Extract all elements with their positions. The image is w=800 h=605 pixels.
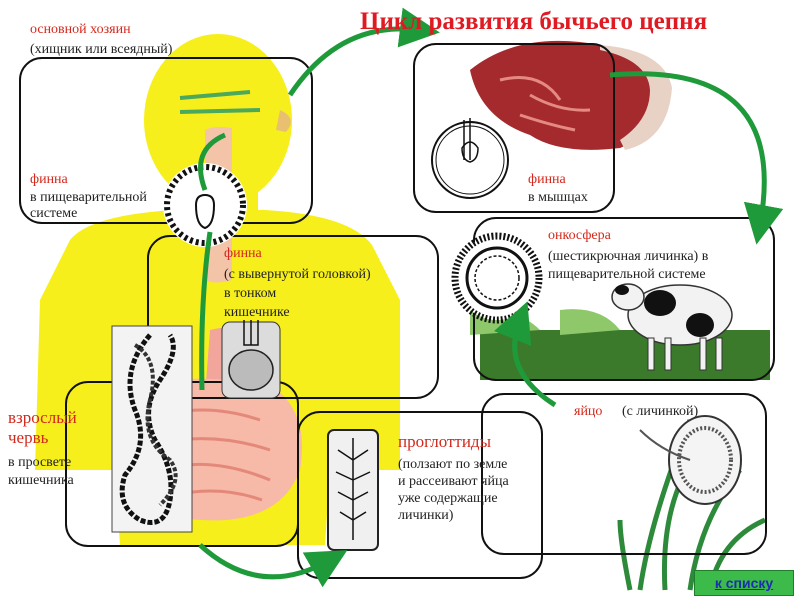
arrow-meat-to-cow [609, 71, 784, 245]
frame-host [19, 57, 313, 224]
back-to-list-label[interactable]: к списку [714, 575, 774, 591]
arrow-host-to-meat [287, 7, 440, 97]
arrow-finna-to-adult [199, 231, 213, 391]
cycle-arrows [198, 7, 784, 588]
frame-intestine [147, 235, 439, 399]
egg-name: яйцо [574, 404, 603, 419]
frame-muscle [413, 43, 615, 213]
oncosphere-icon [451, 232, 543, 324]
host-note: (хищник или всеядный) [30, 42, 173, 57]
finna-digestive-text: в пищеварительной системе [30, 190, 147, 221]
finna-everted-icon [221, 320, 281, 399]
oncosphere-text: (шестикрючная личинка) в пищеварительной… [548, 249, 709, 282]
finna-muscle-icon [431, 118, 509, 199]
finna-intestine-text: (с вывернутой головкой) в тонком кишечни… [224, 267, 371, 320]
finna-muscle-name: финна [528, 172, 566, 187]
proglottids-text: (ползают по земле и рассеивают яйца уже … [398, 457, 509, 523]
adult-worm-text: в просвете кишечника [8, 455, 74, 488]
page-title: Цикл развития бычьего цепня [360, 8, 708, 35]
finna-intestine-name: финна [224, 246, 262, 261]
host-name: основной хозяин [30, 22, 131, 37]
adult-worm-name: взрослый червь [8, 408, 77, 447]
proglottids-name: проглоттиды [398, 432, 491, 451]
finna-icon [163, 163, 247, 247]
back-to-list-button[interactable]: к списку [694, 570, 794, 596]
egg-text: (с личинкой) [622, 404, 699, 419]
proglottid-icon [327, 429, 379, 551]
arrow-adult-to-proglottids [198, 543, 348, 588]
frame-egg [481, 393, 767, 555]
finna-digestive-name: финна [30, 172, 68, 187]
egg-icon [639, 415, 742, 505]
oncosphere-name: онкосфера [548, 228, 611, 243]
frame-proglottids [297, 411, 543, 579]
arrow-egg-to-oncosphere [494, 301, 557, 408]
cow-icon [470, 283, 770, 380]
tapeworm-icon [111, 325, 193, 533]
meat-icon [470, 40, 672, 150]
arrow-finna-up [198, 132, 227, 191]
finna-muscle-text: в мышцах [528, 190, 588, 205]
